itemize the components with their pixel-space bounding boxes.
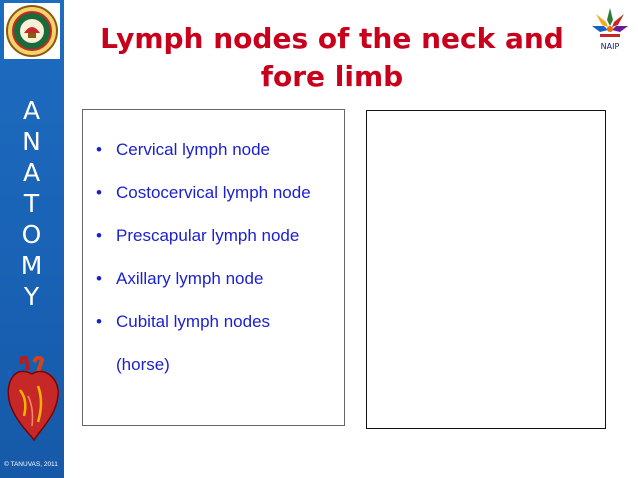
bullet-list: •Cervical lymph node •Costocervical lymp… (92, 128, 347, 386)
bullet-item: •Prescapular lymph node (92, 214, 347, 257)
bullet-item: •Cervical lymph node (92, 128, 347, 171)
bullet-item: •Costocervical lymph node (92, 171, 347, 214)
sidebar-letter: T (23, 189, 41, 218)
bullet-item: •Axillary lymph node (92, 257, 347, 300)
sidebar-letter: O (21, 220, 43, 249)
bullet-dot-icon: • (96, 269, 102, 288)
anatomy-vertical-word: A N A T O M Y (0, 95, 64, 312)
bullet-text-box: •Cervical lymph node •Costocervical lymp… (82, 109, 345, 426)
bullet-dot-icon: • (96, 226, 102, 245)
sidebar-letter: Y (23, 282, 41, 311)
naip-logo: NAIP (592, 8, 628, 51)
copyright-text: © TANUVAS, 2011 (4, 461, 58, 468)
university-seal-logo (4, 3, 60, 59)
sidebar: A N A T O M Y © TANUVAS, 2011 (0, 0, 64, 478)
bullet-dot-icon: • (96, 183, 102, 202)
sidebar-letter: M (20, 251, 44, 280)
slide-title: Lymph nodes of the neck and fore limb (100, 22, 564, 93)
bullet-item: •Cubital lymph nodes (horse) (92, 300, 291, 386)
heart-icon (7, 356, 59, 442)
image-placeholder-box (366, 110, 606, 429)
bullet-dot-icon: • (96, 312, 102, 331)
sidebar-letter: A (22, 96, 42, 125)
sidebar-letter: A (22, 158, 42, 187)
naip-logo-text: NAIP (601, 42, 620, 51)
sidebar-letter: N (22, 127, 42, 156)
bullet-dot-icon: • (96, 140, 102, 159)
